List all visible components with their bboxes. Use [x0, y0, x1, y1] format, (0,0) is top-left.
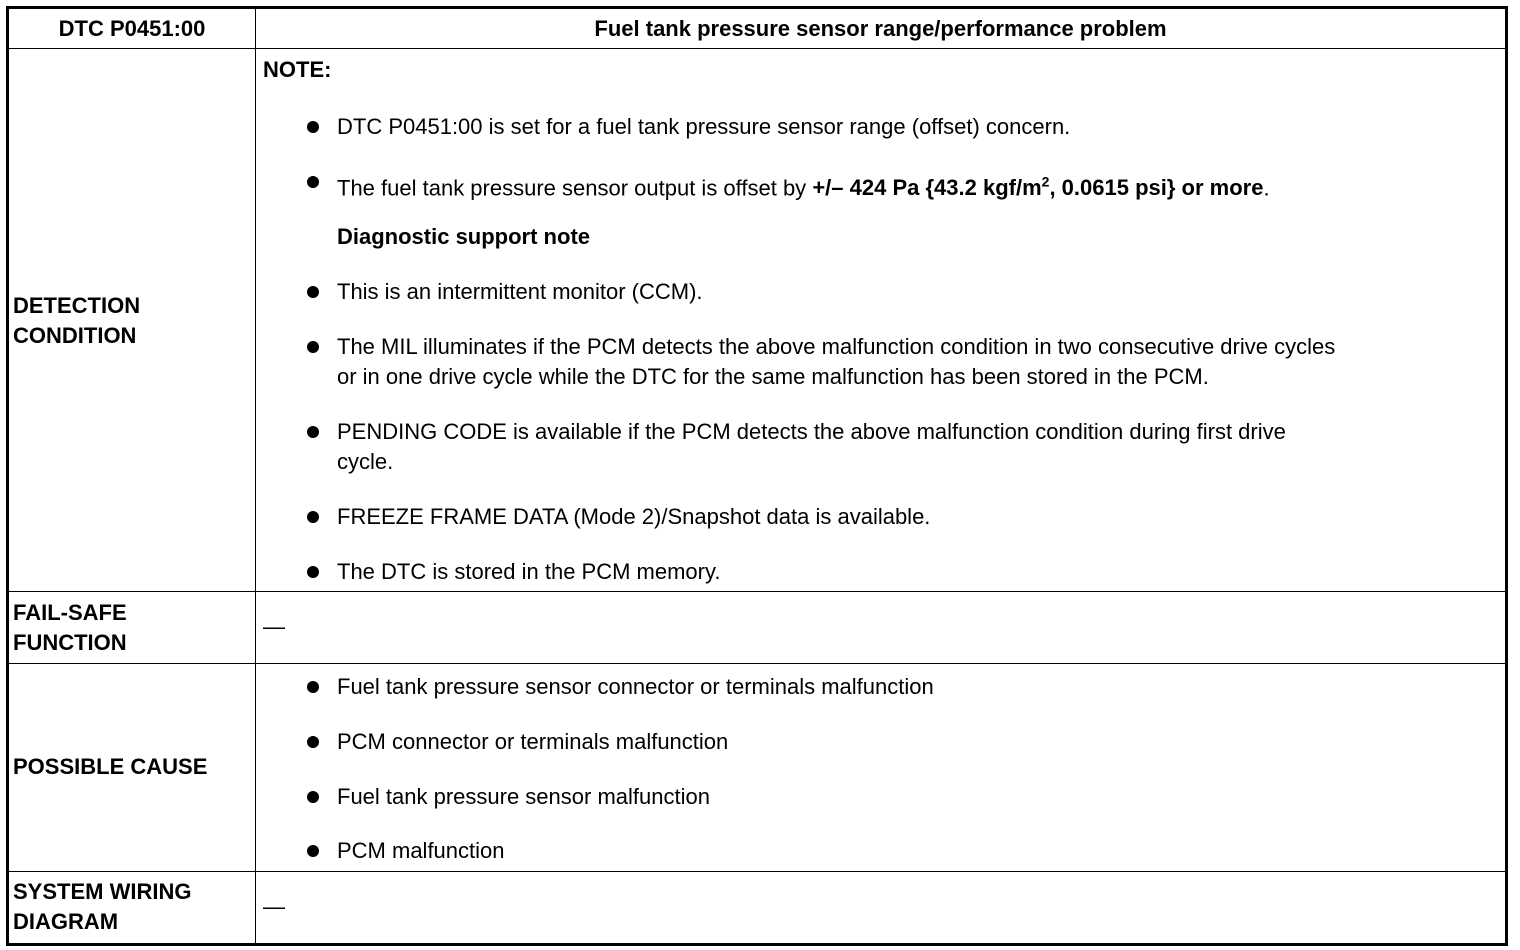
wiring-label: SYSTEM WIRING DIAGRAM: [13, 877, 191, 937]
list-item: The DTC is stored in the PCM memory.: [307, 557, 1487, 587]
header-code-cell: DTC P0451:00: [9, 9, 256, 48]
detection-label-cell: DETECTION CONDITION: [9, 49, 256, 591]
list-item: DTC P0451:00 is set for a fuel tank pres…: [307, 112, 1487, 142]
failsafe-label-line2: FUNCTION: [13, 630, 127, 655]
failsafe-label-cell: FAIL-SAFE FUNCTION: [9, 592, 256, 663]
detection-label-line2: CONDITION: [13, 323, 137, 348]
offset-text: The fuel tank pressure sensor output is …: [337, 175, 813, 201]
header-title-cell: Fuel tank pressure sensor range/performa…: [256, 9, 1505, 48]
detection-condition-row: DETECTION CONDITION NOTE: DTC P0451:00 i…: [9, 49, 1505, 592]
offset-value-end: , 0.0615 psi} or more: [1049, 175, 1264, 201]
dtc-code: DTC P0451:00: [58, 15, 206, 41]
list-item-line: or in one drive cycle while the DTC for …: [337, 364, 1209, 389]
wiring-value: —: [263, 894, 285, 919]
failsafe-label: FAIL-SAFE FUNCTION: [13, 598, 127, 658]
detection-label-line1: DETECTION: [13, 293, 141, 318]
wiring-content-cell: —: [256, 872, 1505, 943]
header-row: DTC P0451:00 Fuel tank pressure sensor r…: [9, 9, 1505, 49]
detection-label: DETECTION CONDITION: [13, 291, 140, 351]
cause-label: POSSIBLE CAUSE: [13, 754, 208, 779]
failsafe-value: —: [263, 614, 285, 639]
failsafe-row: FAIL-SAFE FUNCTION —: [9, 592, 1505, 664]
offset-value: +/– 424 Pa {43.2 kgf/m: [812, 175, 1042, 201]
offset-unit-exponent: 2: [1041, 174, 1050, 190]
list-item: Fuel tank pressure sensor malfunction: [307, 782, 1487, 812]
list-item: Fuel tank pressure sensor connector or t…: [307, 672, 1487, 702]
wiring-label-cell: SYSTEM WIRING DIAGRAM: [9, 872, 256, 943]
list-item: PENDING CODE is available if the PCM det…: [307, 417, 1487, 477]
failsafe-content-cell: —: [256, 592, 1505, 663]
wiring-label-line2: DIAGRAM: [13, 909, 119, 934]
offset-period: .: [1263, 175, 1270, 201]
support-heading: Diagnostic support note: [337, 224, 590, 249]
wiring-row: SYSTEM WIRING DIAGRAM —: [9, 872, 1505, 943]
list-item-line: cycle.: [337, 449, 394, 474]
cause-label-cell: POSSIBLE CAUSE: [9, 664, 256, 871]
dtc-title: Fuel tank pressure sensor range/performa…: [594, 15, 1167, 41]
possible-cause-row: POSSIBLE CAUSE Fuel tank pressure sensor…: [9, 664, 1505, 872]
wiring-label-line1: SYSTEM WIRING: [13, 879, 192, 904]
list-item: The MIL illuminates if the PCM detects t…: [307, 332, 1487, 392]
cause-content-cell: Fuel tank pressure sensor connector or t…: [256, 664, 1505, 871]
list-item: PCM malfunction: [307, 836, 1487, 866]
detection-content-cell: NOTE: DTC P0451:00 is set for a fuel tan…: [256, 49, 1505, 591]
list-item-line: PENDING CODE is available if the PCM det…: [337, 419, 1286, 444]
list-item: This is an intermittent monitor (CCM).: [307, 277, 1487, 307]
list-item-line: The MIL illuminates if the PCM detects t…: [337, 334, 1336, 359]
note-label: NOTE:: [263, 57, 332, 82]
failsafe-label-line1: FAIL-SAFE: [13, 600, 127, 625]
list-item: FREEZE FRAME DATA (Mode 2)/Snapshot data…: [307, 502, 1487, 532]
list-item: The fuel tank pressure sensor output is …: [307, 167, 1487, 203]
dtc-table: DTC P0451:00 Fuel tank pressure sensor r…: [6, 6, 1508, 946]
list-item: PCM connector or terminals malfunction: [307, 727, 1487, 757]
